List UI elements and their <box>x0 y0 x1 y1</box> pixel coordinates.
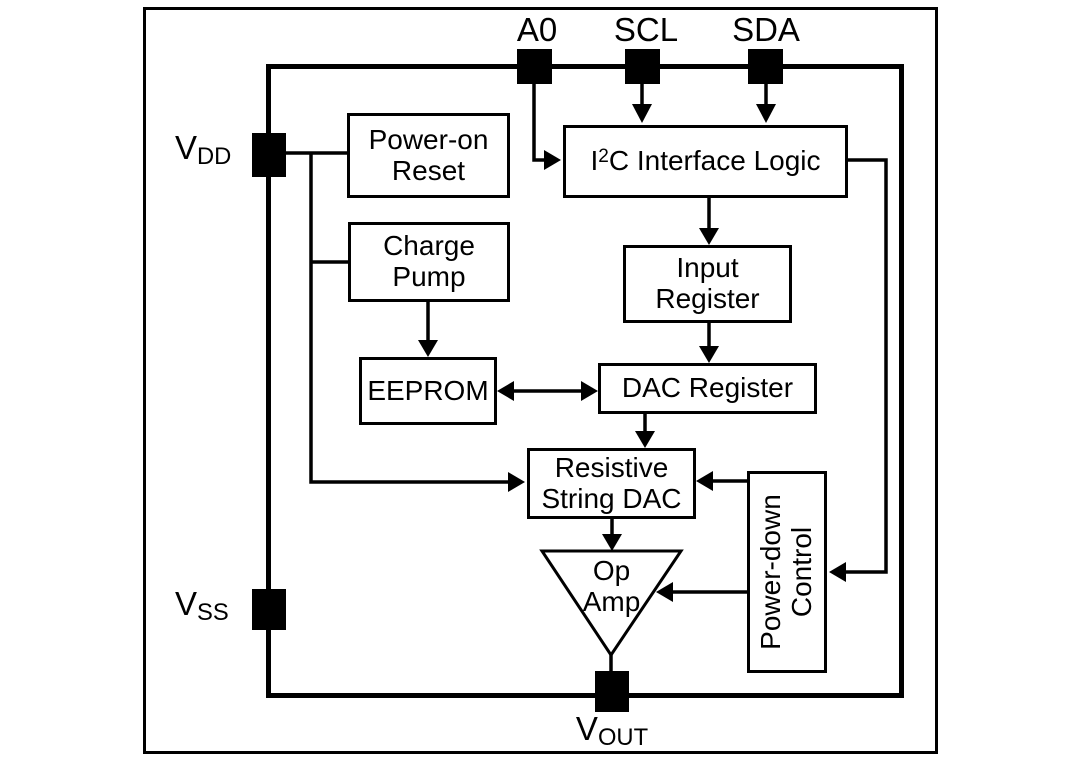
pin-label-a0: A0 <box>516 11 558 48</box>
dac-register-label: DAC Register <box>621 372 794 404</box>
power-on-reset-block: Power-on Reset <box>347 113 510 198</box>
power-down-control-label: Power-down Control <box>747 471 827 673</box>
pin-label-vout: VOUT <box>575 710 649 752</box>
pad-vout <box>595 671 629 712</box>
vout-subscript: OUT <box>597 724 649 752</box>
charge-pump-label-line1: Charge <box>383 230 475 262</box>
i2c-superscript: 2 <box>598 145 609 167</box>
op-amp-label-line1: Op <box>592 555 631 586</box>
chip-boundary <box>266 64 904 698</box>
pad-vdd <box>252 133 286 177</box>
input-register-label-line2: Register <box>655 283 760 314</box>
resistive-string-dac-block: Resistive String DAC <box>527 448 696 519</box>
wire-pdc-to-op-amp <box>656 582 747 602</box>
wire-eeprom-dac-register-bidirectional <box>497 381 598 401</box>
resistive-string-dac-label-line2: String DAC <box>541 482 682 514</box>
eeprom-label: EEPROM <box>367 374 489 406</box>
dac-register-block: DAC Register <box>598 363 817 414</box>
wire-dac-register-to-resistive-dac <box>635 414 655 448</box>
wire-input-register-to-dac-register <box>699 323 719 363</box>
pin-label-vss: VSS <box>175 585 229 627</box>
pin-label-vdd: VDD <box>175 129 232 171</box>
wire-resistive-dac-to-op-amp <box>602 519 622 551</box>
pad-sda <box>748 49 783 84</box>
wire-a0 <box>532 66 561 170</box>
pad-vss <box>252 589 286 630</box>
wire-pdc-to-resistive-dac <box>696 471 747 491</box>
power-down-control-label-line2: Control <box>786 526 817 618</box>
eeprom-block: EEPROM <box>359 357 497 425</box>
power-down-control-label-line1: Power-down <box>755 494 787 650</box>
i2c-interface-logic-block: I2C Interface Logic <box>563 125 848 198</box>
power-down-control-block <box>747 471 827 673</box>
wire-charge-pump-to-eeprom <box>418 302 438 357</box>
pad-scl <box>625 49 660 84</box>
op-amp-label: Op Amp <box>542 555 681 618</box>
figure-frame <box>143 7 938 754</box>
i2c-interface-logic-label: I2C Interface Logic <box>590 145 821 177</box>
pin-label-sda: SDA <box>732 11 800 48</box>
power-on-reset-label-line1: Power-on <box>368 123 489 155</box>
input-register-label-line1: Input <box>676 252 739 284</box>
power-on-reset-label-line2: Reset <box>391 154 466 186</box>
charge-pump-label-line2: Pump <box>392 261 466 292</box>
pin-label-scl: SCL <box>613 11 679 48</box>
vdd-subscript: DD <box>197 143 232 171</box>
vss-subscript: SS <box>197 599 229 627</box>
op-amp-label-line2: Amp <box>582 585 641 617</box>
charge-pump-block: Charge Pump <box>348 222 510 302</box>
input-register-block: Input Register <box>623 245 792 323</box>
op-amp-triangle <box>539 549 684 658</box>
wire-vdd-branch <box>309 153 525 492</box>
pad-a0 <box>517 49 552 84</box>
wire-i2c-to-input-register <box>699 198 719 245</box>
resistive-string-dac-label-line1: Resistive <box>554 451 669 483</box>
wire-i2c-to-pdc <box>829 158 888 582</box>
